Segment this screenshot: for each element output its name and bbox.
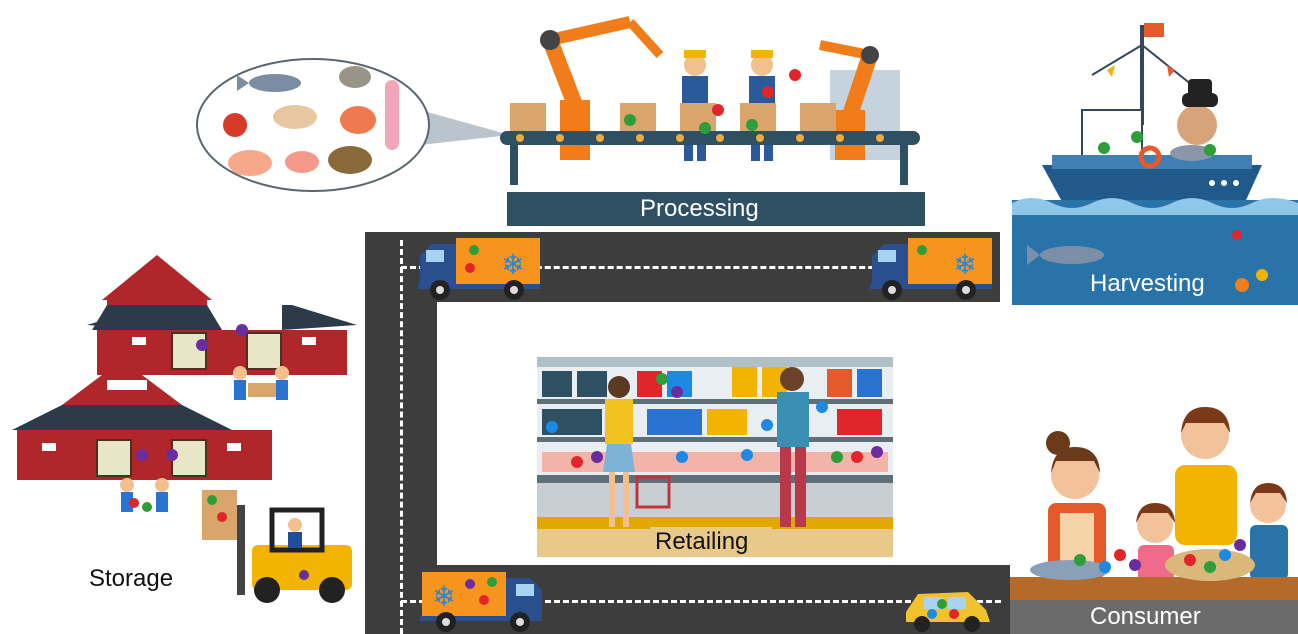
consumer-family [1010,407,1298,600]
svg-text:❄: ❄ [432,580,455,613]
truck-top-left: ❄ [418,238,540,300]
road-bottom-markings [401,600,1001,603]
harvesting-scene [1012,23,1298,305]
harvesting-label: Harvesting [1090,270,1205,297]
processing-label-bar [507,192,925,226]
processing-label: Processing [640,195,759,222]
svg-text:❄: ❄ [501,248,524,281]
processing-factory [500,16,920,185]
storage-label: Storage [89,565,174,592]
road-left-markings [400,240,403,634]
storage-barns [12,255,357,603]
retailing-label: Retailing [655,528,749,555]
seafood-bubble [196,58,510,192]
consumer-label-bar [1010,600,1298,634]
road-top-markings [401,266,991,269]
consumer-label: Consumer [1090,603,1201,630]
car [906,592,990,632]
retailing-label-bg [650,527,772,555]
truck-top-right: ❄ [870,238,992,300]
svg-text:❄: ❄ [953,248,976,281]
truck-bottom: ❄ [420,572,542,632]
